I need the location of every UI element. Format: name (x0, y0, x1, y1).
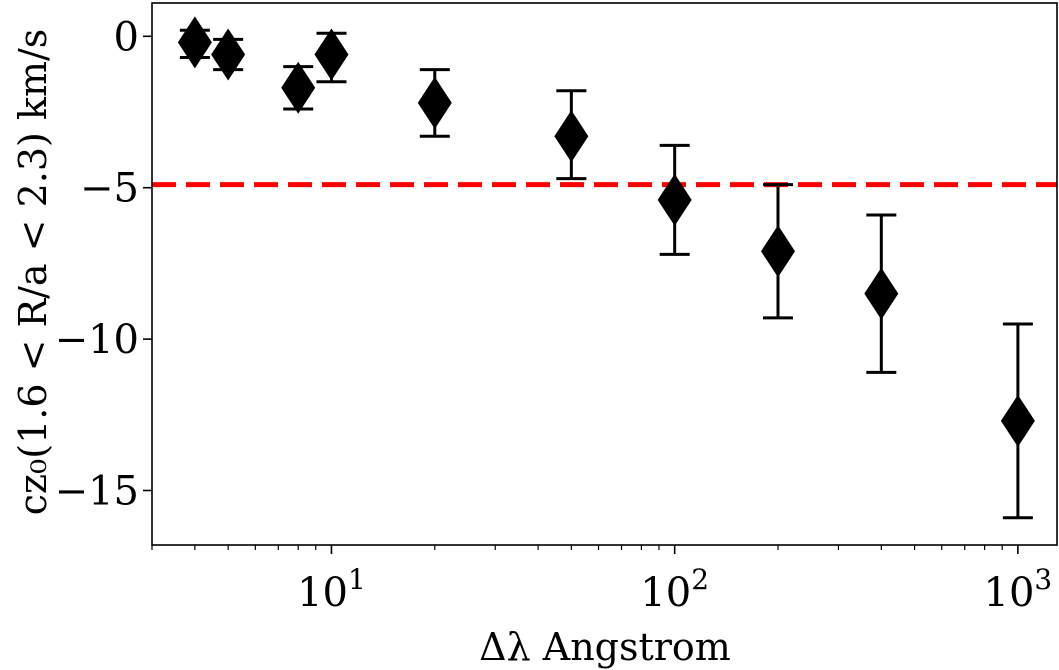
data-point (1000, 394, 1035, 447)
axes-frame (151, 2, 1058, 546)
data-point (864, 267, 899, 320)
x-tick-label: 101 (297, 563, 366, 616)
y-axis-title: cz₀(1.6 < R/a < 2.3) km/s (11, 29, 55, 516)
plot-area (152, 16, 1057, 520)
data-point (417, 76, 452, 129)
y-tick-label: −15 (55, 468, 139, 514)
y-tick-label: −5 (80, 166, 139, 212)
x-tick-label: 102 (640, 563, 709, 616)
y-tick-label: −10 (55, 317, 139, 363)
x-tick-label: 103 (984, 563, 1053, 616)
y-tick-label: 0 (114, 14, 139, 60)
data-point (314, 28, 349, 81)
data-point (281, 61, 316, 114)
data-point (211, 28, 246, 81)
x-axis-title: Δλ Angstrom (479, 625, 731, 669)
data-point (760, 225, 795, 278)
data-point (657, 173, 692, 226)
data-point (177, 16, 212, 69)
data-point (554, 110, 589, 163)
axes: 101 102 103 0 −5 −10 −15 (55, 2, 1058, 616)
